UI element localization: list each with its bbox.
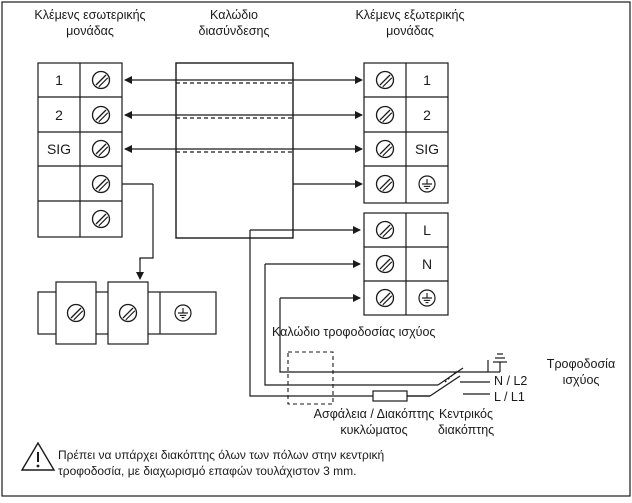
- warning-line-2: τροφοδοσία, με διαχωρισμό επαφών τουλάχι…: [58, 464, 357, 478]
- indoor-terminal-block: [37, 62, 123, 238]
- supply-earth: [487, 353, 507, 373]
- strip-screw-2: [118, 303, 138, 323]
- main-switch-label-1: Κεντρικός: [438, 407, 494, 421]
- earth-icon: [174, 304, 192, 322]
- outdoor-power-terminal-block: [363, 212, 449, 316]
- indoor-screw-4: [91, 174, 111, 194]
- cable-dashed-cores: [176, 82, 293, 153]
- outdoor-terminals-label-1: Κλέμενς εξωτερικής: [355, 8, 465, 22]
- strip-screw-1: [66, 303, 86, 323]
- indoor-terminal-sig: SIG: [46, 141, 72, 157]
- outdoor-terminal-2: 2: [423, 107, 431, 123]
- outdoor-terminal-1: 1: [423, 72, 431, 88]
- power-screw-l: [375, 220, 395, 240]
- indoor-screw-2: [91, 105, 111, 125]
- earth-lead: [122, 180, 363, 280]
- outdoor-screw-2: [375, 105, 395, 125]
- power-supply-label-2: ισχύος: [562, 373, 600, 387]
- indoor-earth-strip: [37, 281, 217, 345]
- earth-icon: [418, 289, 436, 307]
- warning-line-1: Πρέπει να υπάρχει διακόπτης όλων των πόλ…: [58, 448, 385, 462]
- indoor-terminals-label-1: Κλέμενς εσωτερικής: [34, 8, 146, 22]
- power-supply-label-1: Τροφοδοσία: [546, 357, 616, 371]
- main-switch: [429, 367, 490, 397]
- power-terminal-l: L: [423, 222, 431, 238]
- connecting-cable-box: [175, 62, 294, 239]
- power-cable-label: Καλώδιο τροφοδοσίας ισχύος: [272, 325, 436, 339]
- power-terminal-n: N: [421, 256, 433, 272]
- signal-arrows: [124, 76, 363, 153]
- power-wires: [249, 226, 488, 397]
- indoor-terminal-2: 2: [55, 107, 63, 123]
- indoor-terminals-label-2: μονάδας: [66, 24, 114, 38]
- line-l-label: L / L1: [494, 390, 525, 404]
- fuse-label-2: κυκλώματος: [340, 423, 408, 437]
- outdoor-screw-1: [375, 70, 395, 90]
- outdoor-screw-earth: [375, 174, 395, 194]
- outdoor-terminals-label-2: μονάδας: [386, 24, 434, 38]
- earth-icon: [418, 175, 436, 193]
- connecting-cable-label-1: Καλώδιο: [210, 8, 258, 22]
- connecting-cable-label-2: διασύνδεσης: [198, 24, 270, 38]
- warning-triangle-icon: [20, 441, 56, 471]
- indoor-terminal-1: 1: [55, 72, 63, 88]
- fuse: [372, 390, 408, 402]
- power-screw-earth: [375, 288, 395, 308]
- fuse-label-1: Ασφάλεια / Διακόπτης: [313, 407, 435, 421]
- line-n-label: N / L2: [494, 374, 528, 388]
- power-cable-sheath: [287, 351, 334, 405]
- indoor-screw-5: [91, 209, 111, 229]
- warning-text: Πρέπει να υπάρχει διακόπτης όλων των πόλ…: [58, 447, 384, 479]
- outdoor-screw-sig: [375, 139, 395, 159]
- indoor-screw-sig: [91, 139, 111, 159]
- indoor-screw-1: [91, 70, 111, 90]
- outdoor-terminal-block: [363, 62, 449, 204]
- main-switch-label-2: διακόπτης: [437, 423, 495, 437]
- outdoor-terminal-sig: SIG: [414, 141, 440, 157]
- power-screw-n: [375, 254, 395, 274]
